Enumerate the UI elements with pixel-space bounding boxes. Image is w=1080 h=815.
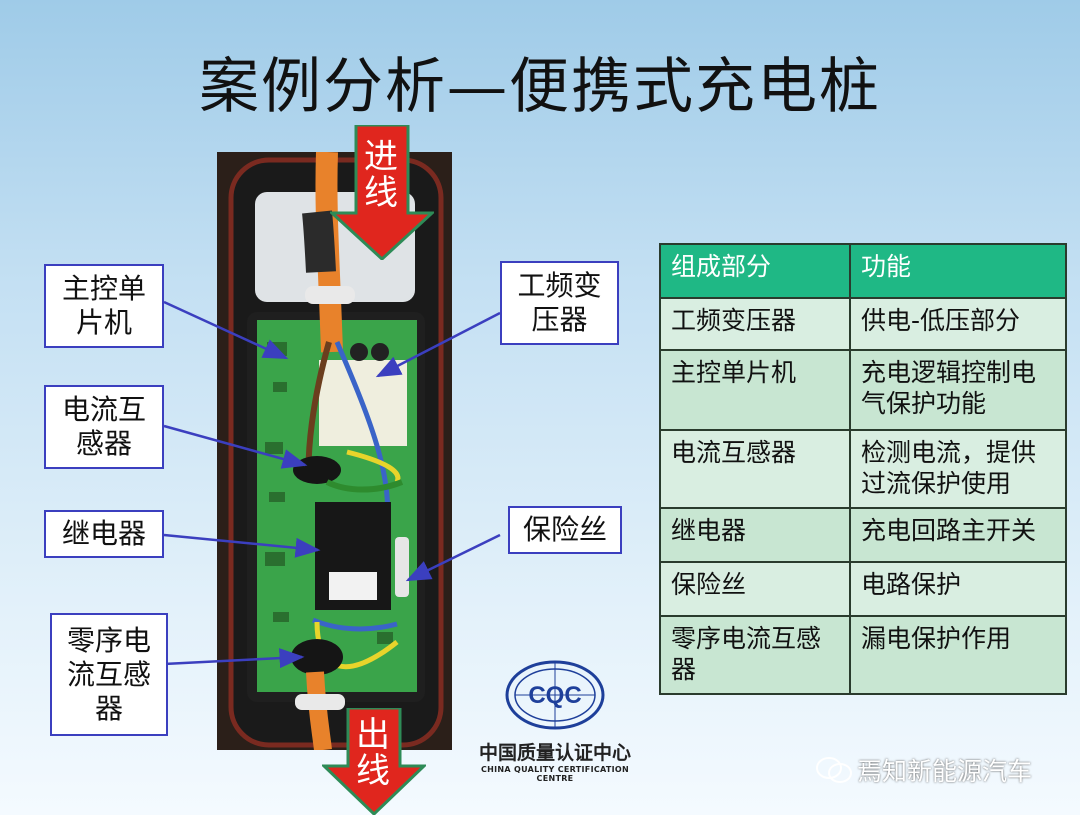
- table-cell: 充电回路主开关: [849, 507, 1067, 563]
- table-row: 保险丝 电路保护: [659, 561, 1067, 617]
- callout-relay: 继电器: [44, 510, 164, 558]
- in-arrow-label: 进线: [364, 137, 398, 213]
- logo-cn-text: 中国质量认证中心: [478, 742, 631, 764]
- callout-zero-sequence-ct: 零序电流互感器: [50, 613, 168, 736]
- wechat-icon: [816, 757, 852, 783]
- callout-mcu: 主控单片机: [44, 264, 164, 348]
- table-cell: 保险丝: [659, 561, 851, 617]
- table-row: 继电器 充电回路主开关: [659, 507, 1067, 563]
- table-cell: 工频变压器: [659, 297, 851, 351]
- table-cell: 漏电保护作用: [849, 615, 1067, 695]
- table-header: 组成部分: [659, 243, 851, 299]
- watermark-text: 焉知新能源汽车: [857, 757, 1033, 786]
- table-row: 工频变压器 供电-低压部分: [659, 297, 1067, 351]
- table-cell: 电路保护: [849, 561, 1067, 617]
- watermark: 焉知新能源汽车: [815, 752, 1032, 788]
- table-cell: 充电逻辑控制电气保护功能: [849, 349, 1067, 431]
- table-cell: 电流互感器: [659, 429, 851, 509]
- device-photo: [217, 152, 452, 750]
- table-header-row: 组成部分 功能: [659, 243, 1067, 299]
- components-table: 组成部分 功能 工频变压器 供电-低压部分 主控单片机 充电逻辑控制电气保护功能…: [659, 243, 1067, 695]
- table-cell: 继电器: [659, 507, 851, 563]
- slide-title: 案例分析—便携式充电桩: [199, 52, 881, 122]
- table-cell: 检测电流，提供过流保护使用: [849, 429, 1067, 509]
- in-arrow-icon: [330, 125, 434, 260]
- callout-fuse: 保险丝: [508, 506, 622, 554]
- out-arrow-icon: [322, 708, 426, 815]
- cqc-mark-icon: CQC: [505, 660, 605, 730]
- callout-current-transformer: 电流互感器: [44, 385, 164, 469]
- table-row: 主控单片机 充电逻辑控制电气保护功能: [659, 349, 1067, 431]
- table-cell: 主控单片机: [659, 349, 851, 431]
- logo-en-text: CHINA QUALITY CERTIFICATION CENTRE: [480, 765, 630, 783]
- out-arrow-label: 出线: [356, 715, 390, 791]
- table-row: 电流互感器 检测电流，提供过流保护使用: [659, 429, 1067, 509]
- callout-transformer: 工频变压器: [500, 261, 619, 345]
- table-row: 零序电流互感器 漏电保护作用: [659, 615, 1067, 695]
- cqc-mark-text: CQC: [528, 682, 581, 709]
- cqc-logo: CQC 中国质量认证中心 CHINA QUALITY CERTIFICATION…: [470, 660, 640, 783]
- table-header: 功能: [849, 243, 1067, 299]
- table-cell: 零序电流互感器: [659, 615, 851, 695]
- table-cell: 供电-低压部分: [849, 297, 1067, 351]
